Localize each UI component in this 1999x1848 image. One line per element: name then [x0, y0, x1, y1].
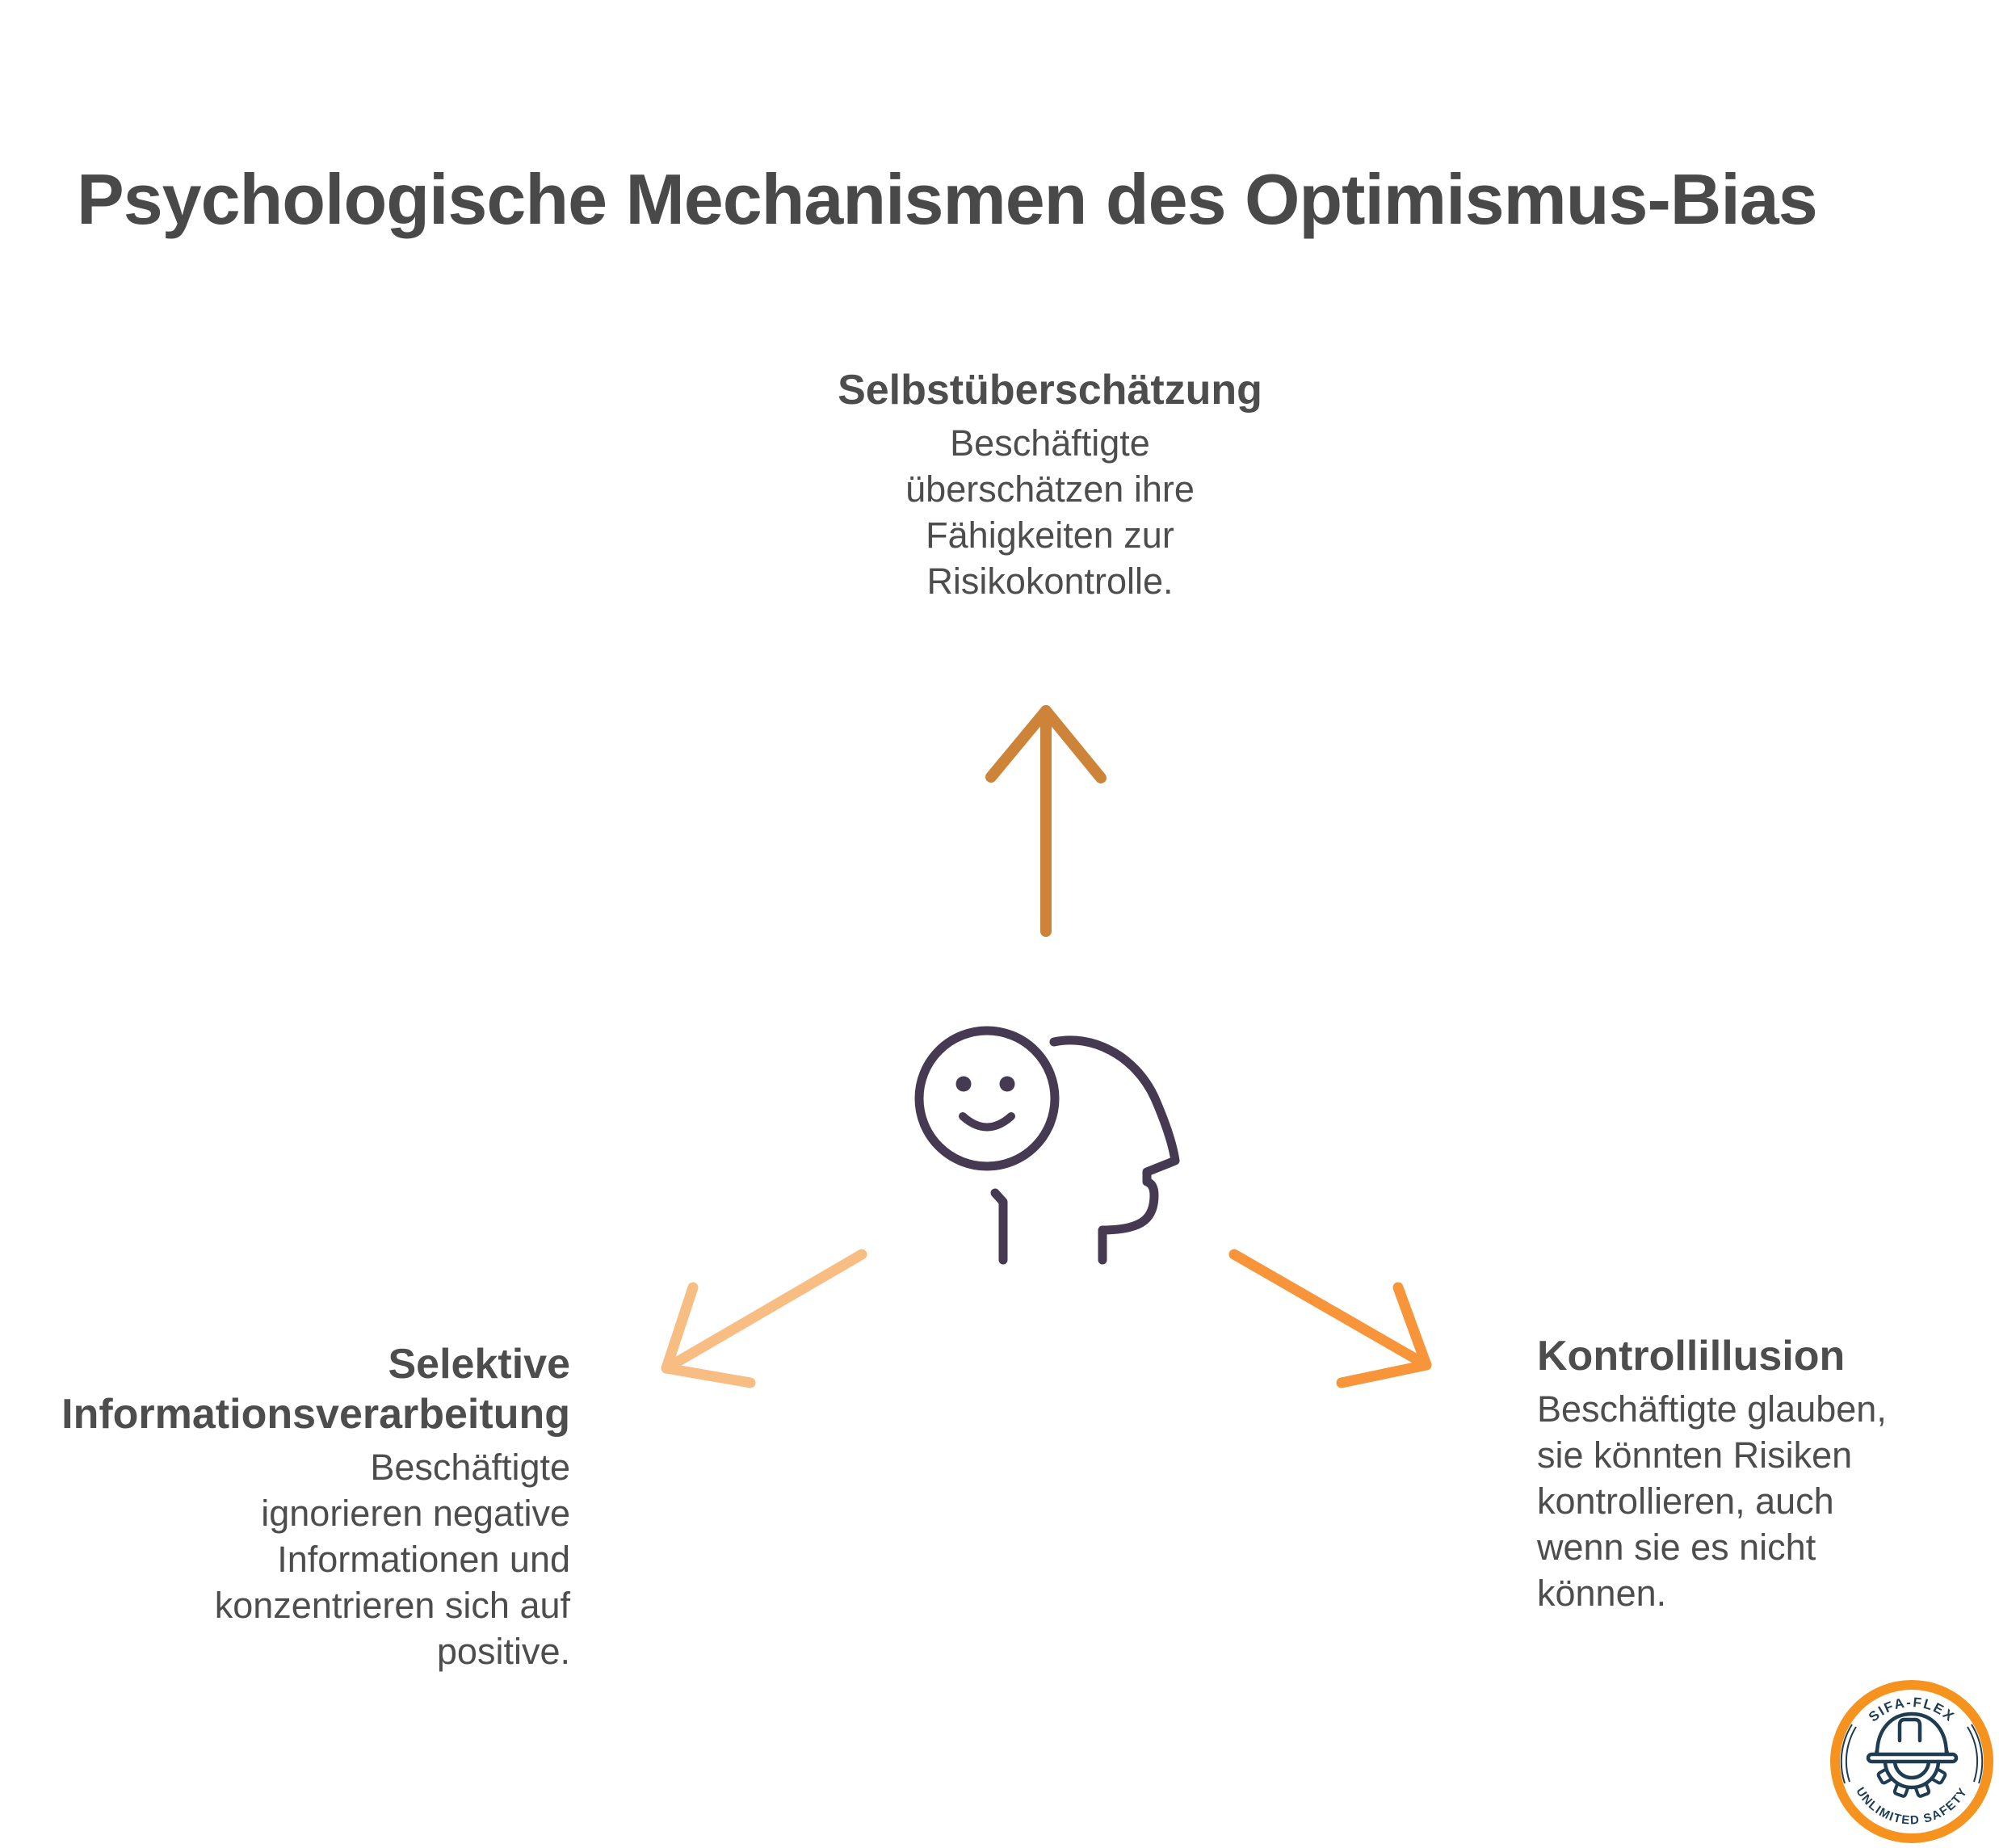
brand-badge: SIFA-FLEX UNLIMITED SAFETY: [1830, 1680, 1993, 1843]
hard-hat-gear-icon: [1866, 1712, 1959, 1798]
arrow-up-icon: [985, 705, 1107, 937]
branch-right-heading: Kontrollillusion: [1537, 1333, 1846, 1380]
right-eye-dot: [999, 1076, 1015, 1092]
arrow-down-left-icon: [661, 1249, 867, 1388]
branch-top-heading: Selbstüberschätzung: [838, 367, 1262, 414]
branch-left-body: Beschäftigte ignorieren negative Informa…: [214, 1447, 570, 1672]
optimistic-mind-icon: [914, 1026, 1180, 1265]
badge-side-arcs: [1840, 1724, 1984, 1784]
branch-right-body: Beschäftigte glauben, sie könnten Risike…: [1537, 1388, 1887, 1614]
left-eye-dot: [955, 1076, 972, 1092]
smiley-face-circle: [914, 1026, 1060, 1171]
branch-top: Selbstüberschätzung Beschäftigte übersch…: [808, 365, 1292, 604]
head-profile-outline: [1049, 1035, 1180, 1265]
neck-line: [990, 1188, 1008, 1265]
page-title: Psychologische Mechanismen des Optimismu…: [77, 159, 1818, 239]
smile-mouth: [959, 1112, 1015, 1132]
branch-right: Kontrollillusion Beschäftigte glauben, s…: [1537, 1331, 1999, 1616]
branch-left: Selektive Informationsverarbeitung Besch…: [0, 1339, 570, 1674]
branch-left-heading: Selektive Informationsverarbeitung: [61, 1341, 570, 1438]
arrow-down-right-icon: [1228, 1249, 1432, 1388]
branch-top-body: Beschäftigte überschätzen ihre Fähigkeit…: [905, 422, 1195, 602]
